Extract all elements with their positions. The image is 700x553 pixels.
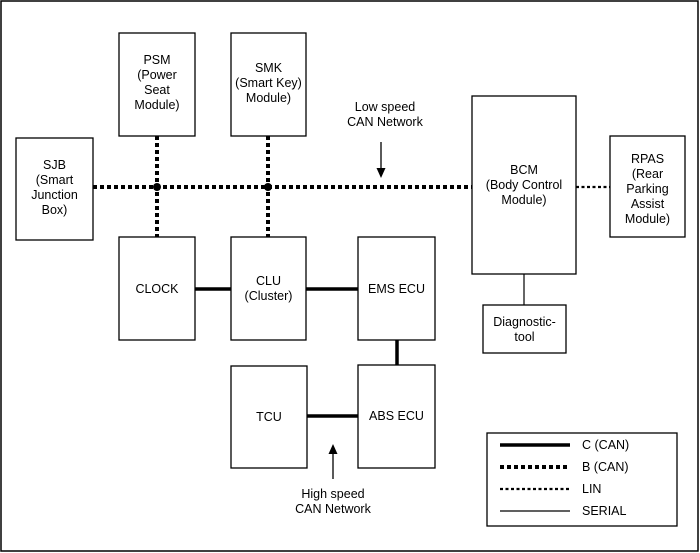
module-ems-ecu: EMS ECU	[357, 236, 436, 341]
rpas-label-4: Module)	[625, 212, 670, 226]
sjb-label-3: Box)	[42, 203, 68, 217]
legend-label-b-can: B (CAN)	[582, 460, 629, 474]
module-sjb: SJB (Smart Junction Box)	[15, 137, 94, 241]
clu-label-0: CLU	[256, 274, 281, 288]
rpas-label-0: RPAS	[631, 152, 664, 166]
bcm-label-1: (Body Control	[486, 178, 562, 192]
high-speed-label-1: CAN Network	[295, 502, 371, 516]
module-bcm: BCM (Body Control Module)	[471, 95, 577, 275]
sjb-label-2: Junction	[31, 188, 78, 202]
low-speed-label-1: CAN Network	[347, 115, 423, 129]
module-smk: SMK (Smart Key) Module)	[230, 32, 307, 137]
psm-label-1: (Power	[137, 68, 177, 82]
module-rpas: RPAS (Rear Parking Assist Module)	[609, 135, 686, 238]
high-speed-arrow-head	[328, 444, 338, 454]
smk-label-2: Module)	[246, 91, 291, 105]
ems-label-0: EMS ECU	[368, 282, 425, 296]
diag-label-0: Diagnostic-	[493, 315, 556, 329]
module-clu: CLU (Cluster)	[230, 236, 307, 341]
module-psm: PSM (Power Seat Module)	[118, 32, 196, 137]
module-clock: CLOCK	[118, 236, 196, 341]
psm-label-3: Module)	[134, 98, 179, 112]
module-tcu: TCU	[230, 365, 308, 469]
module-diagnostic-tool: Diagnostic- tool	[482, 304, 567, 354]
low-speed-label-0: Low speed	[355, 100, 416, 114]
smk-label-0: SMK	[255, 61, 283, 75]
clock-label-0: CLOCK	[135, 282, 179, 296]
rpas-label-2: Parking	[626, 182, 668, 196]
abs-label-0: ABS ECU	[369, 409, 424, 423]
bcm-label-2: Module)	[501, 193, 546, 207]
bcm-label-0: BCM	[510, 163, 538, 177]
legend: C (CAN) B (CAN) LIN SERIAL	[486, 432, 678, 527]
psm-label-0: PSM	[143, 53, 170, 67]
sjb-label-0: SJB	[43, 158, 66, 172]
smk-label-1: (Smart Key)	[235, 76, 302, 90]
high-speed-label-0: High speed	[301, 487, 364, 501]
psm-label-2: Seat	[144, 83, 170, 97]
legend-label-c-can: C (CAN)	[582, 438, 629, 452]
b-can-junction-smk	[264, 183, 272, 191]
legend-label-serial: SERIAL	[582, 504, 627, 518]
low-speed-arrow-head	[376, 168, 386, 178]
b-can-junction-psm	[153, 183, 161, 191]
tcu-label-0: TCU	[256, 410, 282, 424]
high-speed-annotation: High speed CAN Network	[295, 444, 372, 516]
sjb-label-1: (Smart	[36, 173, 74, 187]
rpas-label-1: (Rear	[632, 167, 663, 181]
rpas-label-3: Assist	[631, 197, 665, 211]
module-abs-ecu: ABS ECU	[357, 364, 436, 469]
low-speed-annotation: Low speed CAN Network	[347, 100, 424, 178]
legend-label-lin: LIN	[582, 482, 601, 496]
diag-label-1: tool	[514, 330, 534, 344]
clu-label-1: (Cluster)	[245, 289, 293, 303]
